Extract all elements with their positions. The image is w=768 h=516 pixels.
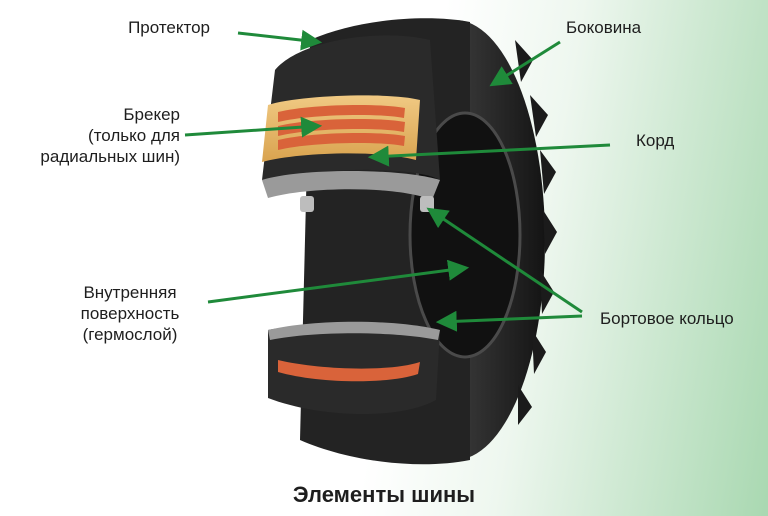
- label-cord: Корд: [636, 130, 674, 151]
- arrow-tread: [238, 33, 318, 42]
- diagram-caption: Элементы шины: [0, 482, 768, 508]
- label-tread-text: Протектор: [90, 17, 210, 38]
- label-sidewall-text: Боковина: [566, 17, 641, 38]
- label-breaker: Брекер (только для радиальных шин): [10, 104, 180, 167]
- label-cord-text: Корд: [636, 130, 674, 151]
- label-breaker-line-1: Брекер: [10, 104, 180, 125]
- label-bead-ring: Бортовое кольцо: [600, 308, 734, 329]
- upper-cutaway: [262, 35, 440, 212]
- label-tread: Протектор: [90, 17, 210, 38]
- label-inner-surface-line-2: поверхность: [60, 303, 200, 324]
- label-breaker-line-3: радиальных шин): [10, 146, 180, 167]
- label-inner-surface-line-1: Внутренняя: [60, 282, 200, 303]
- lower-cutaway: [268, 322, 440, 414]
- label-breaker-line-2: (только для: [10, 125, 180, 146]
- label-bead-ring-text: Бортовое кольцо: [600, 308, 734, 329]
- label-sidewall: Боковина: [566, 17, 641, 38]
- label-inner-surface: Внутренняя поверхность (гермослой): [60, 282, 200, 345]
- label-inner-surface-line-3: (гермослой): [60, 324, 200, 345]
